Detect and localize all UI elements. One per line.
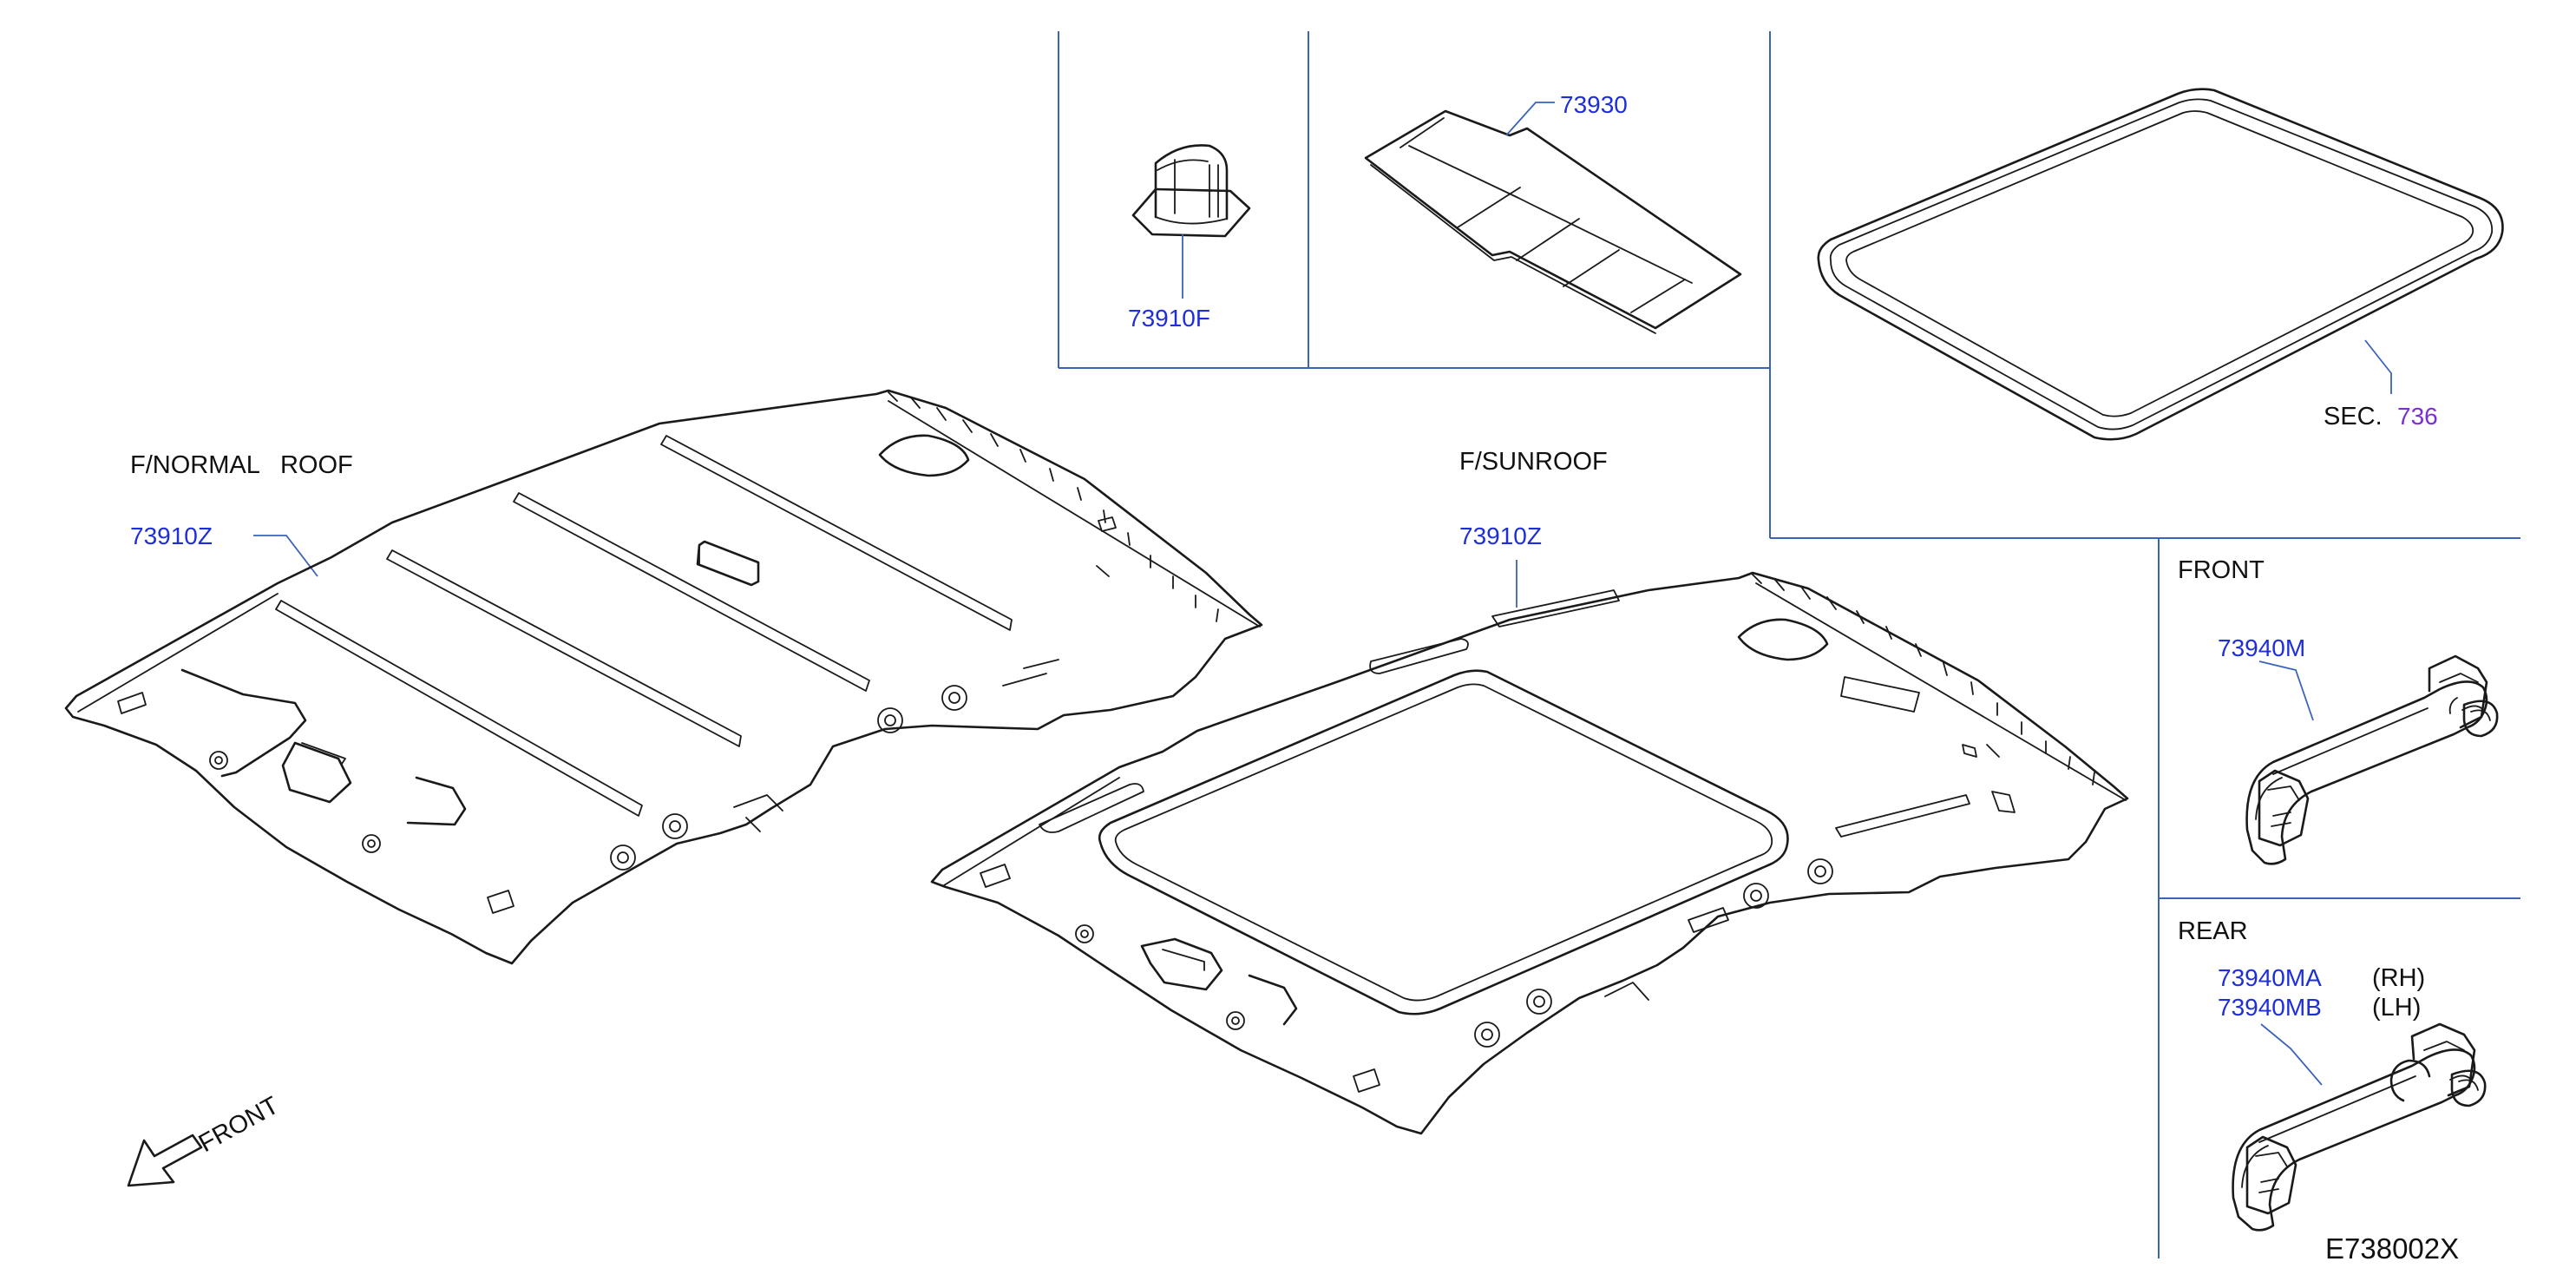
panel-frames	[1058, 31, 2520, 1258]
pad-part-73930[interactable]: 73930	[1364, 91, 1742, 334]
assist-grip-rear[interactable]: REAR 73940MA (RH) 73940MB (LH)	[2178, 917, 2487, 1232]
clip-part-73910f[interactable]: 73910F	[1128, 144, 1251, 332]
pad-part-number[interactable]: 73930	[1560, 91, 1628, 118]
assist-rear-part-rh[interactable]: 73940MA	[2218, 964, 2322, 991]
assist-front-title: FRONT	[2178, 556, 2265, 584]
assist-grip-front[interactable]: FRONT 73940M	[2178, 556, 2499, 865]
section-ref-prefix: SEC.	[2324, 403, 2383, 430]
normal-roof-part-number[interactable]: 73910Z	[130, 522, 213, 549]
assist-rear-side-lh: (LH)	[2372, 994, 2421, 1022]
assist-rear-title: REAR	[2178, 917, 2248, 945]
clip-part-number[interactable]: 73910F	[1128, 305, 1210, 332]
assist-rear-side-rh: (RH)	[2372, 964, 2425, 992]
assist-front-part-number[interactable]: 73940M	[2218, 634, 2305, 661]
assist-rear-part-lh[interactable]: 73940MB	[2218, 994, 2322, 1021]
normal-roof-title: F/NORMAL ROOF	[130, 451, 353, 479]
front-arrow-icon	[127, 1134, 203, 1187]
sunroof-seal[interactable]: SEC. 736	[1817, 88, 2504, 441]
front-indicator: FRONT	[127, 1092, 284, 1187]
section-ref-number[interactable]: 736	[2397, 403, 2438, 430]
sunroof-part-number[interactable]: 73910Z	[1459, 522, 1542, 549]
diagram-code: E738002X	[2325, 1232, 2459, 1265]
sunroof-title: F/SUNROOF	[1459, 448, 1608, 476]
headlining-sunroof[interactable]: F/SUNROOF 73910Z	[930, 448, 2129, 1135]
headlining-normal-roof[interactable]: F/NORMAL ROOF 73910Z	[64, 389, 1263, 965]
front-indicator-label: FRONT	[194, 1092, 284, 1159]
